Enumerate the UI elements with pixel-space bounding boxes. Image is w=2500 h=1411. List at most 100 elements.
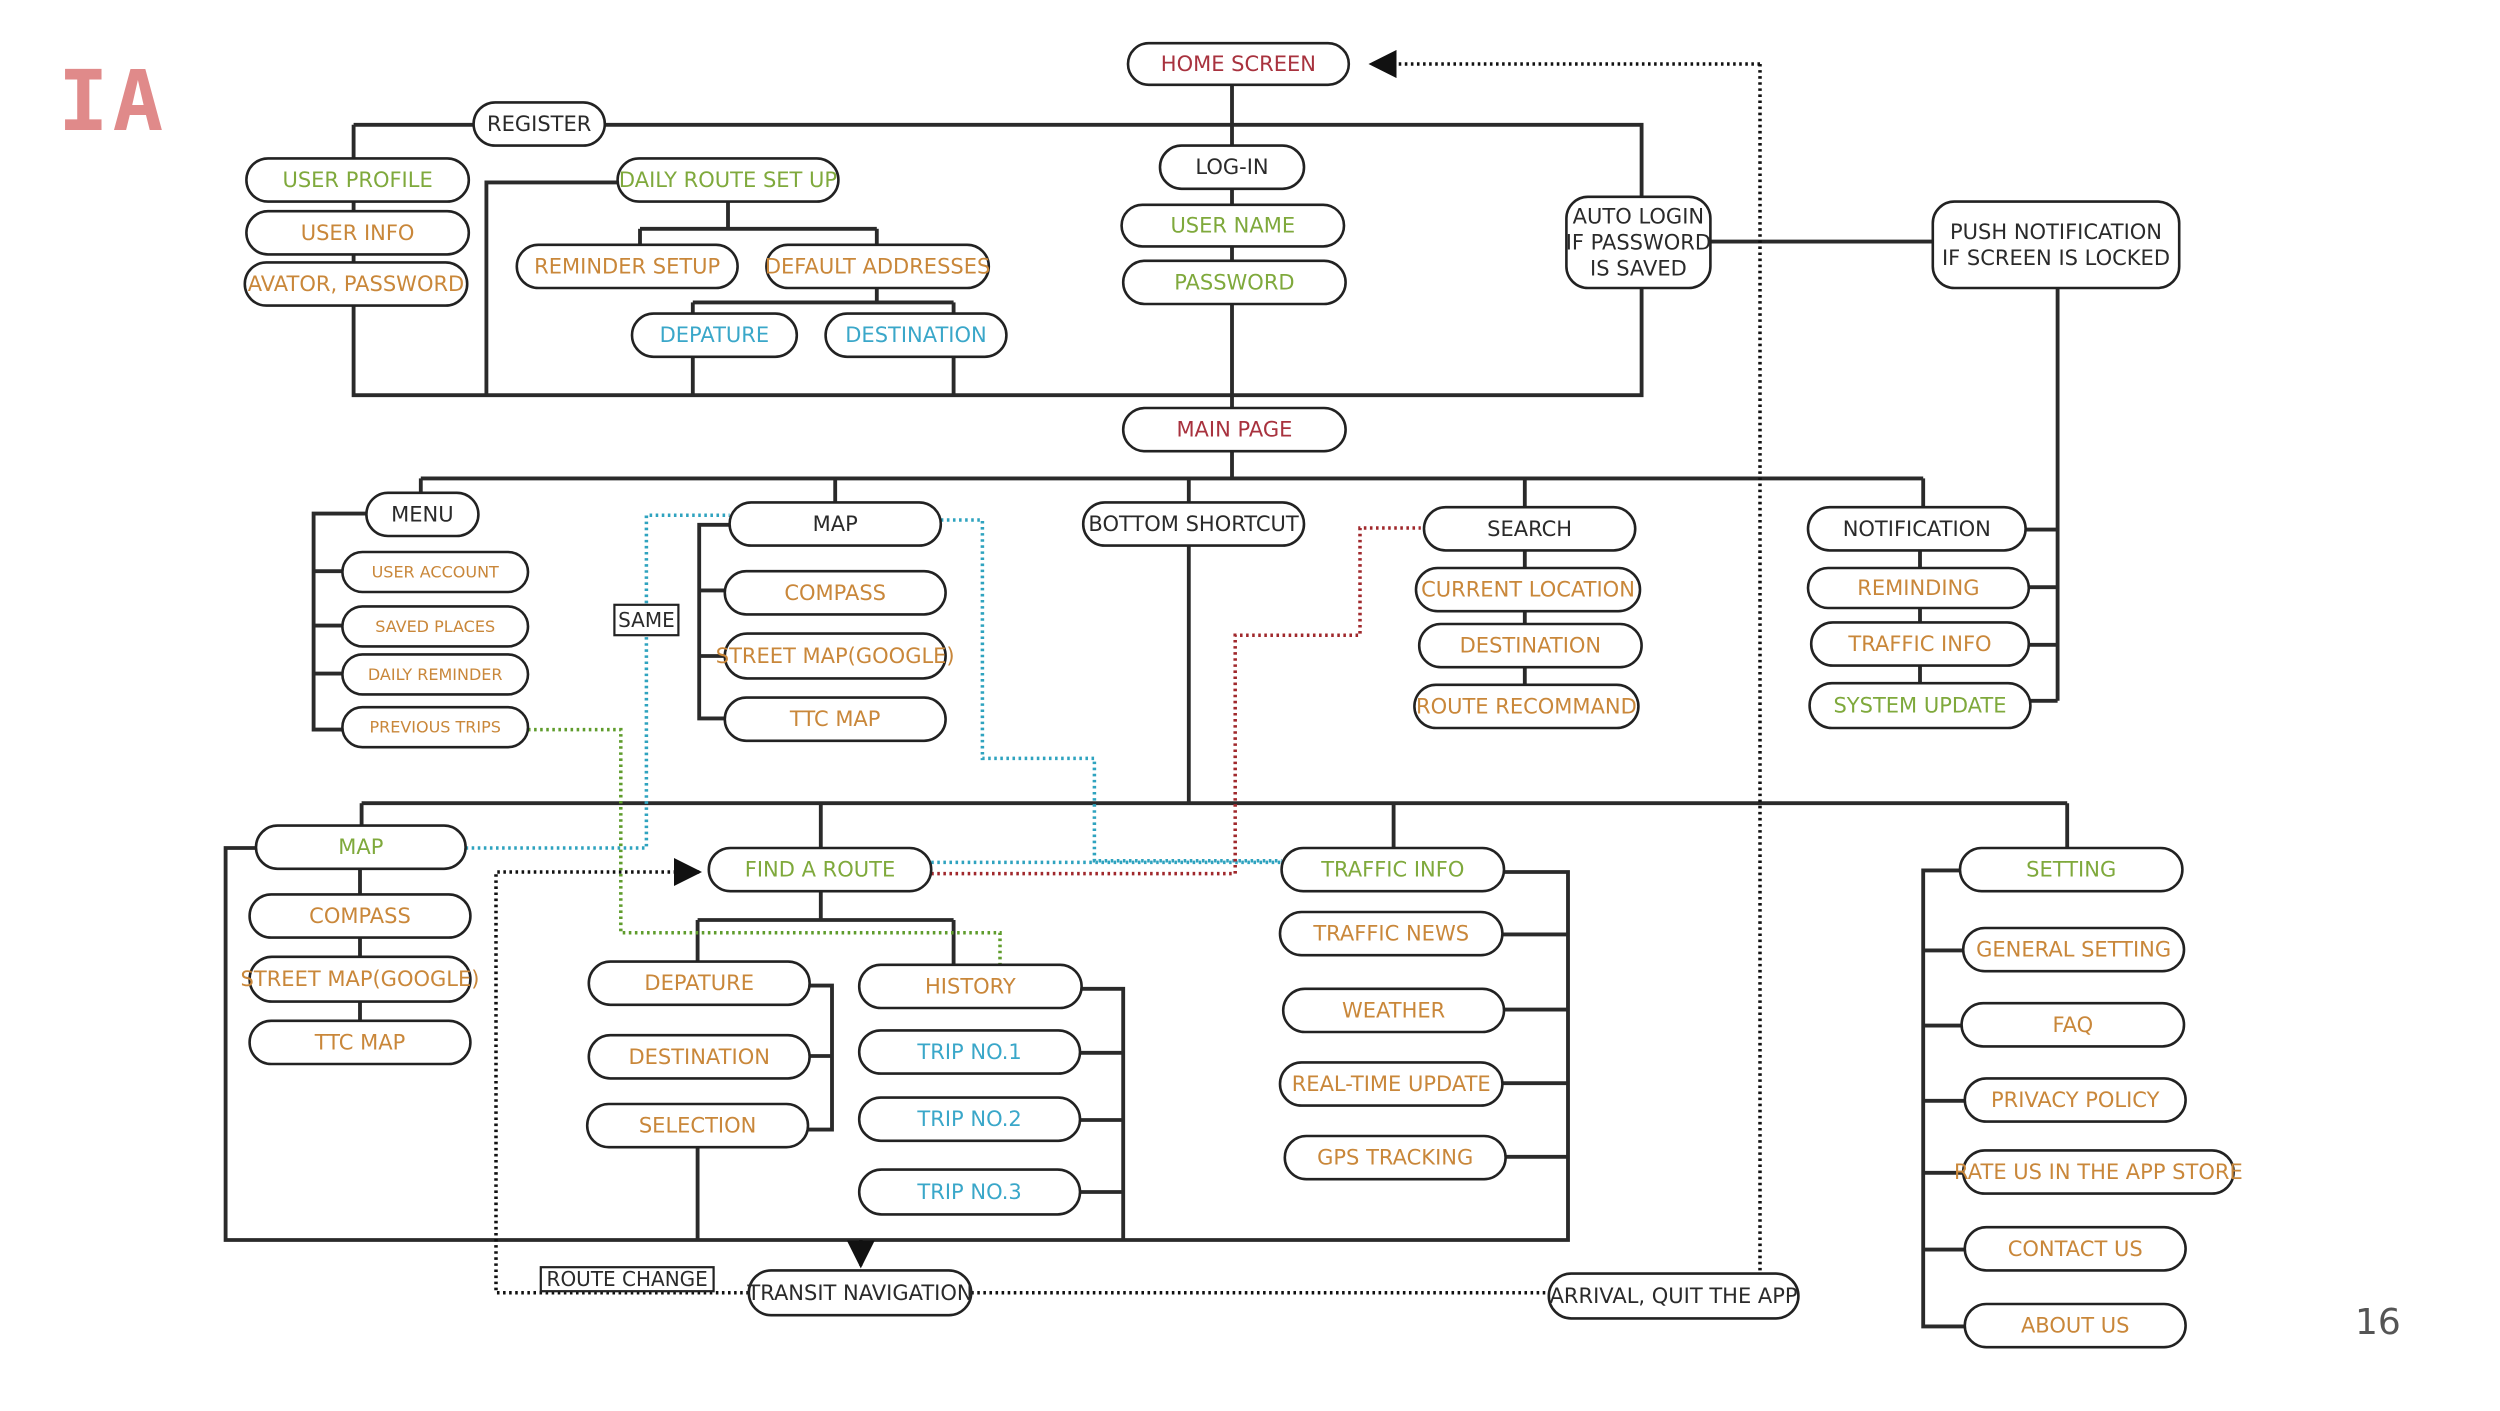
node-label: SYSTEM UPDATE — [1833, 694, 2006, 718]
node-reg-depature: DEPATURE — [630, 312, 799, 359]
node-user-profile: USER PROFILE — [245, 157, 471, 203]
tree-connector — [697, 522, 730, 721]
node-label: SEARCH — [1487, 517, 1572, 541]
node-shape — [1283, 1134, 1507, 1181]
tree-connector — [484, 180, 618, 396]
node-shape — [857, 1168, 1082, 1216]
node-shape — [1565, 195, 1712, 290]
node-label: SETTING — [2026, 858, 2116, 882]
node-traffic-news: TRAFFIC NEWS — [1278, 910, 1504, 957]
node-ttc-map-bottom: TTC MAP — [248, 1019, 472, 1066]
node-shape — [1808, 681, 2032, 730]
node-reminder-setup: REMINDER SETUP — [515, 243, 739, 290]
node-shape — [1126, 41, 1351, 87]
node-shape — [1806, 505, 2027, 552]
node-real-time-update: REAL-TIME UPDATE — [1278, 1061, 1504, 1107]
node-user-info: USER INFO — [245, 209, 471, 256]
node-shape — [587, 960, 811, 1007]
node-shape — [341, 705, 530, 749]
node-shape — [824, 312, 1008, 359]
node-user-name: USER NAME — [1120, 203, 1346, 248]
node-shape — [1158, 144, 1306, 191]
tree-connector — [1921, 868, 1965, 1329]
node-shape — [765, 243, 991, 290]
node-shape — [472, 101, 607, 147]
node-label: TTC MAP — [314, 1030, 406, 1054]
node-shape — [1547, 1272, 1800, 1320]
node-label: MAP — [813, 512, 858, 536]
page-title: IA — [58, 52, 168, 150]
node-label: PUSH NOTIFICATION — [1950, 220, 2162, 244]
node-street-map-bottom: STREET MAP(GOOGLE) — [241, 955, 480, 1003]
node-shape — [1280, 846, 1506, 893]
node-label: DAILY REMINDER — [368, 665, 503, 684]
node-route-depature: DEPATURE — [587, 960, 811, 1007]
node-shape — [1961, 926, 2186, 973]
node-home-screen: HOME SCREEN — [1126, 41, 1351, 87]
node-log-in: LOG-IN — [1158, 144, 1306, 191]
node-contact-us: CONTACT US — [1963, 1225, 2187, 1272]
node-shape — [1120, 203, 1346, 248]
node-label: BOTTOM SHORTCUT — [1088, 512, 1299, 536]
node-shape — [1963, 1077, 2187, 1123]
node-trip-2: TRIP NO.2 — [857, 1096, 1082, 1143]
node-rate-us: RATE US IN THE APP STORE — [1954, 1149, 2243, 1195]
node-label: COMPASS — [784, 581, 886, 605]
node-shape — [616, 157, 840, 203]
node-label: FIND A ROUTE — [745, 858, 895, 882]
node-map-top: MAP — [728, 501, 943, 547]
node-shape — [341, 653, 530, 696]
node-shape — [723, 696, 947, 743]
node-shape — [341, 550, 530, 594]
node-label: AUTO LOGIN — [1573, 204, 1704, 228]
node-label: TRIP NO.1 — [916, 1040, 1021, 1064]
node-notification: NOTIFICATION — [1806, 505, 2027, 552]
node-shape — [1278, 910, 1504, 957]
node-label: GENERAL SETTING — [1976, 938, 2171, 962]
node-label: DAILY ROUTE SET UP — [619, 168, 837, 192]
dotted-flow-line — [528, 727, 1002, 965]
node-shape — [1121, 406, 1347, 453]
node-label: REMINDER SETUP — [534, 254, 720, 278]
node-weather: WEATHER — [1281, 987, 1506, 1034]
node-label: REAL-TIME UPDATE — [1292, 1072, 1491, 1096]
node-selection: SELECTION — [585, 1102, 810, 1149]
node-shape — [630, 312, 799, 359]
node-label: IS SAVED — [1590, 256, 1687, 280]
tree-connector — [604, 122, 1644, 197]
tree-connector — [351, 124, 1644, 398]
dotted-flow-line — [931, 526, 1421, 876]
node-default-addresses: DEFAULT ADDRESSES — [765, 243, 991, 290]
node-shape — [747, 1269, 973, 1317]
node-label: IF PASSWORD — [1566, 230, 1711, 254]
tag-route-change: ROUTE CHANGE — [539, 1266, 715, 1293]
node-label: STREET MAP(GOOGLE) — [716, 644, 955, 668]
node-shape — [254, 824, 467, 871]
node-label: MENU — [391, 502, 453, 526]
node-shape — [1960, 1001, 2186, 1048]
node-shape — [728, 501, 943, 547]
node-label: DESTINATION — [628, 1045, 770, 1069]
tree-connector — [1081, 986, 1126, 1241]
node-shape — [365, 491, 480, 538]
node-general-setting: GENERAL SETTING — [1961, 926, 2186, 973]
node-route-destination: DESTINATION — [587, 1033, 811, 1080]
dotted-flow-line — [465, 513, 730, 850]
node-transit-navigation: TRANSIT NAVIGATION — [746, 1269, 973, 1317]
node-faq: FAQ — [1960, 1001, 2186, 1048]
node-shape — [1963, 1225, 2187, 1272]
node-label: DEFAULT ADDRESSES — [765, 254, 990, 278]
node-shape — [1081, 501, 1306, 547]
node-shape — [587, 1033, 811, 1080]
node-label: NOTIFICATION — [1843, 517, 1991, 541]
node-shape — [1961, 1149, 2235, 1195]
node-shape — [1958, 846, 2184, 893]
node-shape — [1121, 259, 1347, 306]
node-shape — [1281, 987, 1506, 1034]
node-about-us: ABOUT US — [1963, 1302, 2187, 1349]
node-bottom-shortcut: BOTTOM SHORTCUT — [1081, 501, 1306, 547]
node-label: STREET MAP(GOOGLE) — [241, 967, 480, 991]
node-label: USER PROFILE — [282, 168, 432, 192]
